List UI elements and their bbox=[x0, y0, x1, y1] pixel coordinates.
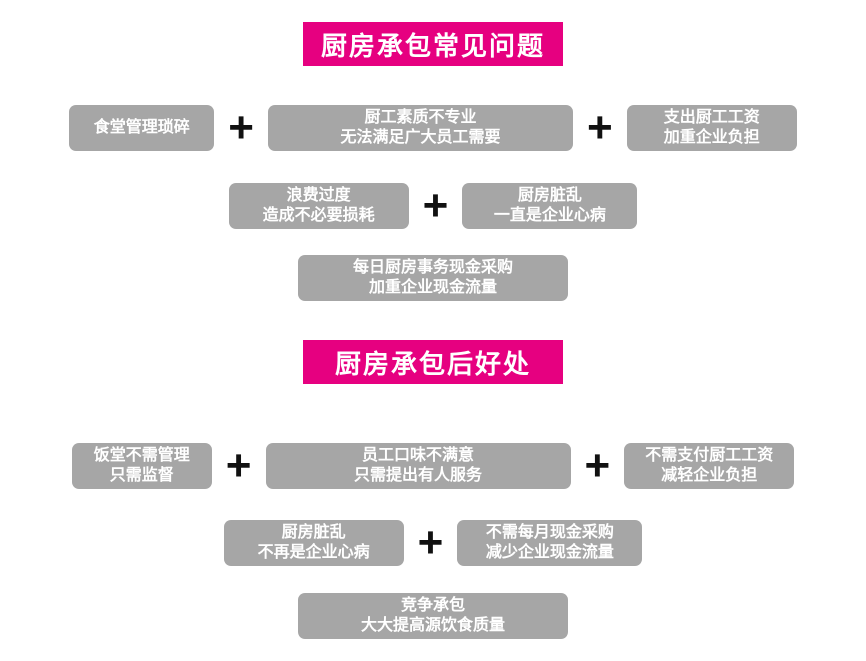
benefits-row-1: 饭堂不需管理 只需监督 + 员工口味不满意 只需提出有人服务 + 不需支付厨工工… bbox=[0, 443, 866, 489]
box-line: 不再是企业心病 bbox=[257, 544, 370, 561]
box-line: 厨房脏乱 bbox=[517, 187, 582, 204]
box-line: 饭堂不需管理 bbox=[93, 447, 190, 464]
plus-icon: + bbox=[584, 441, 611, 490]
box-line: 厨工素质不专业 bbox=[364, 109, 477, 126]
box-line: 只需提出有人服务 bbox=[353, 467, 482, 484]
plus-icon: + bbox=[225, 441, 252, 490]
box-line: 厨房脏乱 bbox=[281, 524, 346, 541]
box-line: 浪费过度 bbox=[286, 187, 351, 204]
benefit-box: 不需支付厨工工资 减轻企业负担 bbox=[624, 443, 795, 489]
problem-box: 厨工素质不专业 无法满足广大员工需要 bbox=[268, 105, 573, 151]
problem-box: 食堂管理琐碎 bbox=[69, 105, 215, 151]
benefit-box: 饭堂不需管理 只需监督 bbox=[71, 443, 212, 489]
benefits-row-3: 竞争承包 大大提高源饮食质量 bbox=[0, 593, 866, 639]
benefit-box: 不需每月现金采购 减少企业现金流量 bbox=[457, 520, 643, 566]
box-line: 不需支付厨工工资 bbox=[645, 447, 774, 464]
problems-row-1: 食堂管理琐碎 + 厨工素质不专业 无法满足广大员工需要 + 支出厨工工资 加重企… bbox=[0, 105, 866, 151]
box-line: 每日厨房事务现金采购 bbox=[352, 259, 513, 276]
box-line: 加重企业现金流量 bbox=[368, 279, 497, 296]
box-line: 减少企业现金流量 bbox=[485, 544, 614, 561]
box-line: 大大提高源饮食质量 bbox=[360, 617, 505, 634]
benefits-row-2: 厨房脏乱 不再是企业心病 + 不需每月现金采购 减少企业现金流量 bbox=[0, 520, 866, 566]
box-line: 员工口味不满意 bbox=[361, 447, 474, 464]
plus-icon: + bbox=[587, 103, 613, 152]
box-line: 支出厨工工资 bbox=[663, 109, 760, 126]
plus-icon: + bbox=[422, 181, 449, 230]
benefit-box: 厨房脏乱 不再是企业心病 bbox=[223, 520, 404, 566]
box-line: 无法满足广大员工需要 bbox=[340, 129, 501, 146]
problem-box: 浪费过度 造成不必要损耗 bbox=[228, 183, 409, 229]
plus-icon: + bbox=[417, 518, 444, 567]
benefit-box: 竞争承包 大大提高源饮食质量 bbox=[298, 593, 568, 639]
box-line: 不需每月现金采购 bbox=[485, 524, 614, 541]
benefits-section: 厨房承包后好处 饭堂不需管理 只需监督 + 员工口味不满意 只需提出有人服务 +… bbox=[0, 340, 866, 639]
problem-box: 支出厨工工资 加重企业负担 bbox=[626, 105, 797, 151]
problems-section-title: 厨房承包常见问题 bbox=[303, 22, 563, 66]
box-line: 一直是企业心病 bbox=[493, 207, 606, 224]
box-line: 加重企业负担 bbox=[663, 129, 760, 146]
problem-box: 每日厨房事务现金采购 加重企业现金流量 bbox=[298, 255, 568, 301]
benefit-box: 员工口味不满意 只需提出有人服务 bbox=[265, 443, 571, 489]
box-line: 食堂管理琐碎 bbox=[93, 119, 190, 136]
benefits-section-title: 厨房承包后好处 bbox=[303, 340, 563, 384]
problems-section: 厨房承包常见问题 食堂管理琐碎 + 厨工素质不专业 无法满足广大员工需要 + 支… bbox=[0, 22, 866, 301]
box-line: 只需监督 bbox=[109, 467, 174, 484]
box-line: 造成不必要损耗 bbox=[262, 207, 375, 224]
problems-row-3: 每日厨房事务现金采购 加重企业现金流量 bbox=[0, 255, 866, 301]
plus-icon: + bbox=[228, 103, 254, 152]
problems-row-2: 浪费过度 造成不必要损耗 + 厨房脏乱 一直是企业心病 bbox=[0, 183, 866, 229]
box-line: 竞争承包 bbox=[400, 597, 465, 614]
box-line: 减轻企业负担 bbox=[661, 467, 758, 484]
problem-box: 厨房脏乱 一直是企业心病 bbox=[462, 183, 638, 229]
